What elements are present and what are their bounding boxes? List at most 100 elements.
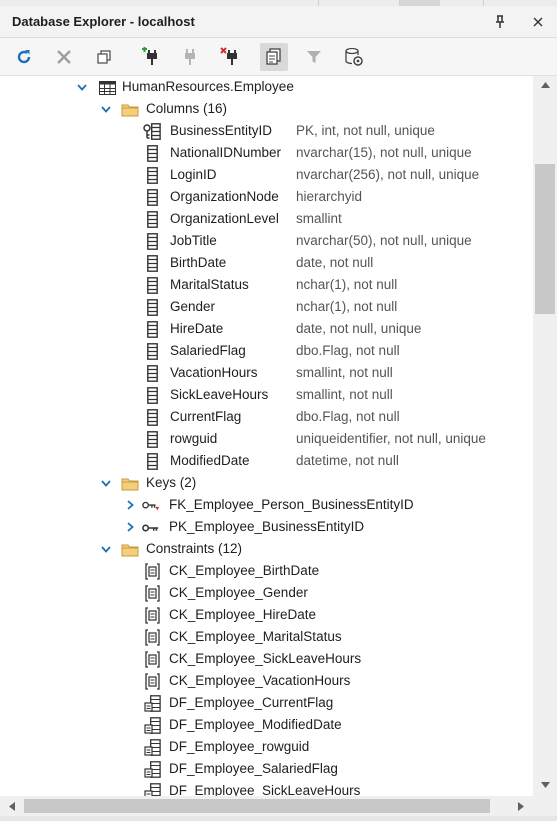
expand-caret-down-icon[interactable] (76, 80, 88, 94)
pin-icon[interactable] (490, 12, 510, 32)
scrollbar-corner (533, 796, 557, 816)
column-icon (143, 387, 161, 404)
close-icon[interactable] (528, 12, 548, 32)
tab-divider (483, 0, 484, 6)
tab-divider (318, 0, 319, 6)
column-name: SalariedFlag (170, 343, 246, 358)
tree-node-keys-folder[interactable]: Keys (2) (0, 472, 533, 494)
tab-strip-highlight (399, 0, 440, 6)
tree-node-constraint[interactable]: CK_Employee_HireDate (0, 604, 533, 626)
disconnect-icon[interactable] (216, 43, 244, 71)
panel-title: Database Explorer - localhost (12, 14, 195, 29)
refresh-icon[interactable] (10, 43, 38, 71)
tree-node-key[interactable]: FK_Employee_Person_BusinessEntityID (0, 494, 533, 516)
check-constraint-icon (143, 673, 161, 690)
column-icon (143, 211, 161, 228)
tree-node-column[interactable]: MaritalStatus nchar(1), not null (0, 274, 533, 296)
column-data-type: smallint, not null (296, 365, 393, 380)
tree-node-constraints-folder[interactable]: Constraints (12) (0, 538, 533, 560)
scroll-right-icon[interactable] (511, 796, 531, 816)
tree-node-column[interactable]: BusinessEntityID PK, int, not null, uniqu… (0, 120, 533, 142)
check-constraint-icon (143, 629, 161, 646)
tree-node-key[interactable]: PK_Employee_BusinessEntityID (0, 516, 533, 538)
column-name: MaritalStatus (170, 277, 249, 292)
tree-node-constraint[interactable]: DF_Employee_ModifiedDate (0, 714, 533, 736)
tree-node-columns-folder[interactable]: Columns (16) (0, 98, 533, 120)
check-constraint-icon (143, 585, 161, 602)
folder-icon (121, 541, 139, 558)
tree-node-constraint[interactable]: DF_Employee_CurrentFlag (0, 692, 533, 714)
tree-node-constraint[interactable]: CK_Employee_Gender (0, 582, 533, 604)
column-data-type: smallint (296, 211, 342, 226)
column-name: LoginID (170, 167, 217, 182)
expand-caret-right-icon[interactable] (124, 520, 136, 534)
tree-node-column[interactable]: SalariedFlag dbo.Flag, not null (0, 340, 533, 362)
column-data-type: nchar(1), not null (296, 277, 398, 292)
duplicate-icon[interactable] (90, 43, 118, 71)
column-data-type: nvarchar(15), not null, unique (296, 145, 472, 160)
column-name: rowguid (170, 431, 218, 446)
tree-node-table[interactable]: HumanResources.Employee (0, 76, 533, 98)
constraint-name: DF_Employee_ModifiedDate (169, 717, 342, 732)
database-settings-icon[interactable] (340, 43, 368, 71)
constraint-name: DF_Employee_SickLeaveHours (169, 783, 361, 796)
column-icon (143, 145, 161, 162)
column-name: BusinessEntityID (170, 123, 273, 138)
connect-icon[interactable] (176, 43, 204, 71)
delete-icon[interactable] (50, 43, 78, 71)
tree-node-constraint[interactable]: CK_Employee_VacationHours (0, 670, 533, 692)
bottom-edge (0, 816, 557, 821)
tree-node-constraint[interactable]: DF_Employee_SickLeaveHours (0, 780, 533, 796)
column-data-type: dbo.Flag, not null (296, 343, 400, 358)
column-data-type: hierarchyid (296, 189, 363, 204)
copy-object-icon[interactable] (260, 43, 288, 71)
tree-node-constraint[interactable]: CK_Employee_MaritalStatus (0, 626, 533, 648)
expand-caret-down-icon[interactable] (100, 476, 112, 490)
filter-icon[interactable] (300, 43, 328, 71)
tree-node-constraint[interactable]: DF_Employee_rowguid (0, 736, 533, 758)
tree-node-constraint[interactable]: DF_Employee_SalariedFlag (0, 758, 533, 780)
constraint-name: CK_Employee_BirthDate (169, 563, 320, 578)
column-data-type: nchar(1), not null (296, 299, 398, 314)
tree-node-constraint[interactable]: CK_Employee_BirthDate (0, 560, 533, 582)
column-data-type: date, not null, unique (296, 321, 422, 336)
vertical-scroll-thumb[interactable] (535, 164, 555, 314)
folder-icon (121, 101, 139, 118)
column-icon (143, 189, 161, 206)
tree-node-constraint[interactable]: CK_Employee_SickLeaveHours (0, 648, 533, 670)
column-icon (143, 299, 161, 316)
vertical-scrollbar[interactable] (533, 76, 557, 796)
expand-caret-down-icon[interactable] (100, 102, 112, 116)
column-icon (143, 255, 161, 272)
expand-caret-down-icon[interactable] (100, 542, 112, 556)
check-constraint-icon (143, 563, 161, 580)
scroll-left-icon[interactable] (2, 796, 22, 816)
scroll-down-icon[interactable] (533, 776, 557, 794)
table-icon (98, 79, 116, 96)
default-constraint-icon (143, 717, 161, 734)
scroll-up-icon[interactable] (533, 76, 557, 94)
panel-titlebar: Database Explorer - localhost (0, 6, 557, 38)
column-data-type: PK, int, not null, unique (296, 123, 435, 138)
new-connection-icon[interactable] (136, 43, 164, 71)
horizontal-scrollbar[interactable] (0, 796, 533, 816)
column-name: CurrentFlag (170, 409, 242, 424)
horizontal-scroll-thumb[interactable] (24, 799, 490, 813)
constraint-name: DF_Employee_rowguid (169, 739, 310, 754)
folder-label: Constraints (12) (146, 541, 243, 556)
expand-caret-right-icon[interactable] (124, 498, 136, 512)
